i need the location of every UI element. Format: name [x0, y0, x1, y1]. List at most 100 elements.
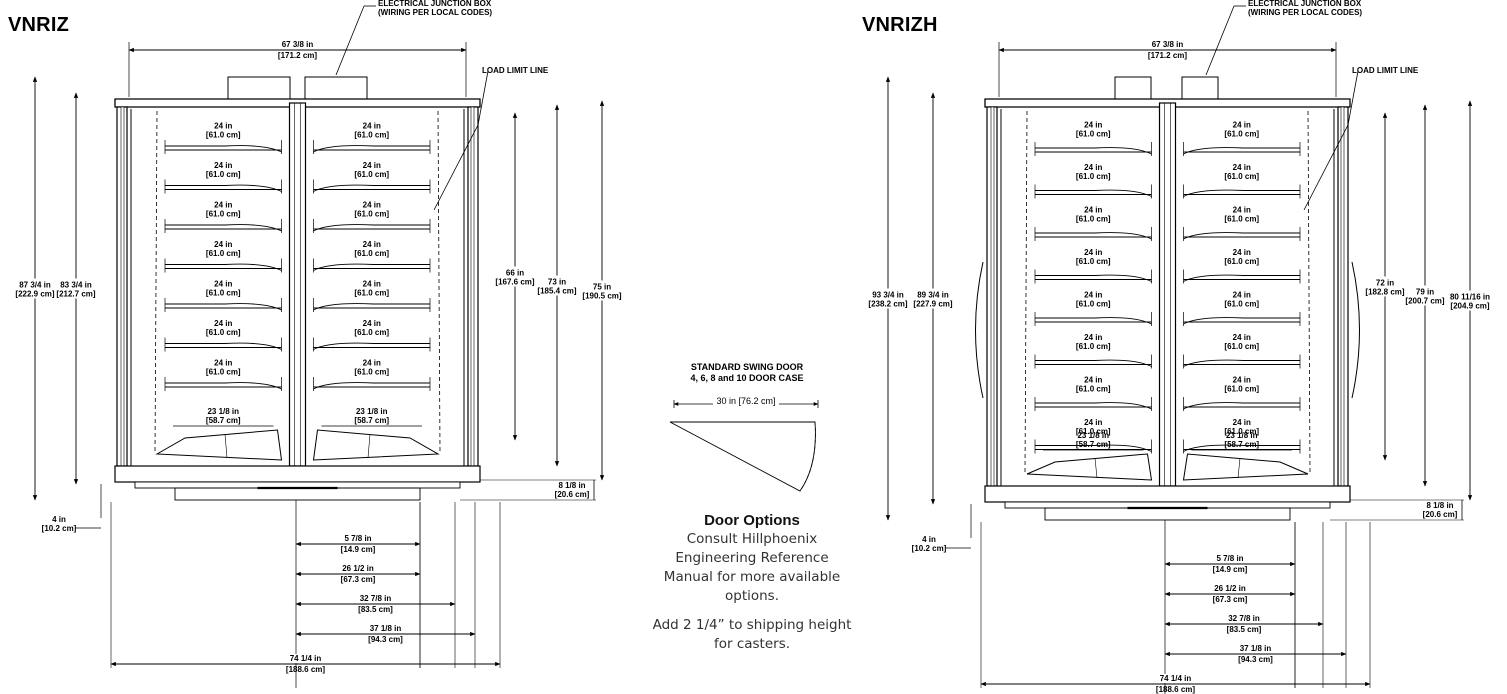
- depth-3718-dim-cm: [94.3 cm]: [368, 635, 403, 644]
- height-4-label: 4 in[10.2 cm]: [912, 535, 947, 553]
- interior-dash: [1307, 110, 1311, 473]
- shelf: [313, 303, 430, 311]
- swing-door-arc-dash: [799, 421, 816, 492]
- swing-width-label: 30 in [76.2 cm]: [713, 396, 779, 406]
- base-leg-frame: [1044, 507, 1291, 521]
- junction-leader: [335, 5, 365, 76]
- top-width-dim-in: 67 3/8 in: [1152, 40, 1184, 49]
- door-options-text: Consult Hillphoenix Engineering Referenc…: [663, 531, 841, 604]
- depth-578-dim-cm: [14.9 cm]: [341, 545, 376, 554]
- total-height-dim-in: 93 3/4 in: [872, 291, 904, 300]
- shelf: [165, 224, 282, 232]
- depth-3718-dim-mask: [1231, 644, 1280, 653]
- junction-leader: [1205, 5, 1235, 76]
- shelf-width-label-left: 24 in[61.0 cm]: [206, 240, 241, 258]
- load-limit-leader: [433, 124, 479, 211]
- shelf: [313, 263, 430, 271]
- shelf-width-label-right: 24 in[61.0 cm]: [354, 201, 389, 219]
- shelf: [1035, 189, 1152, 197]
- shelf: [1183, 317, 1300, 325]
- shelf-width-label-right: 24 in[61.0 cm]: [1224, 163, 1259, 181]
- left-title: VNRIZ: [8, 14, 69, 36]
- shelf: [313, 184, 430, 192]
- depth-7414-dim-mask: [1151, 674, 1200, 683]
- depth-3718-dim-mask: [361, 624, 410, 633]
- shelf-width-label-right: 24 in[61.0 cm]: [1224, 418, 1259, 436]
- shelf-width-label-right: 24 in[61.0 cm]: [1224, 376, 1259, 394]
- deck-seam: [1237, 457, 1241, 479]
- deck-seam: [224, 433, 228, 459]
- shelf: [165, 342, 282, 350]
- interior-height-a-dim-cm: [167.6 cm]: [495, 278, 534, 287]
- interior-dash: [437, 110, 441, 453]
- shelf: [1035, 402, 1152, 410]
- shelf-width-label-left: 24 in[61.0 cm]: [1076, 291, 1111, 309]
- interior-height-b-dim-cm: [185.4 cm]: [537, 287, 576, 296]
- base-rail: [984, 485, 1351, 503]
- interior-height-b-dim-mask: [531, 275, 583, 296]
- load-limit-leader-2: [477, 70, 489, 126]
- swing-heading-line1: STANDARD SWING DOOR: [690, 362, 804, 372]
- depth-578-dim-cm: [14.9 cm]: [1213, 565, 1248, 574]
- bottom-width-label-left: 23 1/8 in[58.7 cm]: [1076, 431, 1111, 449]
- bottom-deck-left: [155, 429, 283, 461]
- shelf: [165, 382, 282, 390]
- top-box-right: [304, 76, 368, 100]
- left-post-inner: [990, 106, 995, 487]
- shelf: [1183, 274, 1300, 282]
- shelf-width-label-right: 24 in[61.0 cm]: [1224, 291, 1259, 309]
- depth-3278-dim-cm: [83.5 cm]: [1227, 625, 1262, 634]
- right-post-inner: [470, 106, 475, 467]
- swing-heading-line2: 4, 6, 8 and 10 DOOR CASE: [690, 373, 804, 383]
- junction-box-label: ELECTRICAL JUNCTION BOX: [1248, 0, 1362, 8]
- door-options-title: Door Options: [704, 512, 800, 529]
- top-width-dim-mask: [273, 40, 322, 49]
- shelf-width-label-left: 24 in[61.0 cm]: [206, 161, 241, 179]
- shelf-width-label-left: 24 in[61.0 cm]: [1076, 418, 1111, 436]
- interior-dash: [154, 110, 158, 453]
- junction-box-label: ELECTRICAL JUNCTION BOX: [378, 0, 492, 8]
- shelf: [1035, 232, 1152, 240]
- deck-seam: [367, 433, 371, 459]
- shelf-width-label-left: 24 in[61.0 cm]: [1076, 333, 1111, 351]
- load-limit-label: LOAD LIMIT LINE: [482, 66, 549, 75]
- top-box-left: [227, 76, 291, 100]
- depth-7414-dim-mask: [281, 654, 330, 663]
- shelf-width-label-left: 24 in[61.0 cm]: [206, 359, 241, 377]
- shelf-width-label-left: 24 in[61.0 cm]: [206, 319, 241, 337]
- depth-7414-dim-in: 74 1/4 in: [290, 654, 322, 663]
- shelf: [1183, 359, 1300, 367]
- depth-7414-dim-cm: [188.6 cm]: [1156, 685, 1195, 694]
- depth-578-dim-in: 5 7/8 in: [1216, 554, 1243, 563]
- interior-height-c-dim-mask: [1444, 290, 1496, 311]
- shelf-width-label-right: 24 in[61.0 cm]: [354, 161, 389, 179]
- shelf-width-label-left: 24 in[61.0 cm]: [1076, 206, 1111, 224]
- shelf-width-label-right: 24 in[61.0 cm]: [354, 280, 389, 298]
- side-bulge-right: [1351, 261, 1360, 399]
- interior-height-b-dim-mask: [1399, 285, 1451, 306]
- interior-height-b-dim-cm: [200.7 cm]: [1405, 297, 1444, 306]
- door-options-note: Add 2 1/4” to shipping height for caster…: [652, 617, 852, 652]
- deck-seam: [1094, 457, 1098, 479]
- total-height-dim-cm: [238.2 cm]: [868, 300, 907, 309]
- interior-height-c-dim-in: 80 11/16 in: [1450, 293, 1490, 302]
- center-mullion: [288, 102, 307, 467]
- interior-height-a-dim-in: 66 in: [506, 269, 524, 278]
- base-rail: [114, 465, 481, 483]
- shelf: [1183, 402, 1300, 410]
- shelf-width-label-right: 24 in[61.0 cm]: [354, 240, 389, 258]
- shelf-width-label-left: 24 in[61.0 cm]: [206, 201, 241, 219]
- shelf: [1035, 444, 1152, 452]
- shelf-width-label-left: 24 in[61.0 cm]: [1076, 163, 1111, 181]
- depth-3278-dim-cm: [83.5 cm]: [358, 605, 393, 614]
- shelf-width-label-right: 24 in[61.0 cm]: [1224, 121, 1259, 139]
- interior-height-c-dim-mask: [576, 280, 628, 301]
- interior-height-a-dim-in: 72 in: [1376, 279, 1394, 288]
- body-height-dim-mask: [50, 278, 102, 299]
- bottom-width-label-left: 23 1/8 in[58.7 cm]: [206, 407, 241, 425]
- height-81-label: 8 1/8 in[20.6 cm]: [555, 481, 590, 499]
- shelf: [313, 342, 430, 350]
- shelf: [1183, 444, 1300, 452]
- shelf: [313, 382, 430, 390]
- shelf-width-label-right: 24 in[61.0 cm]: [354, 359, 389, 377]
